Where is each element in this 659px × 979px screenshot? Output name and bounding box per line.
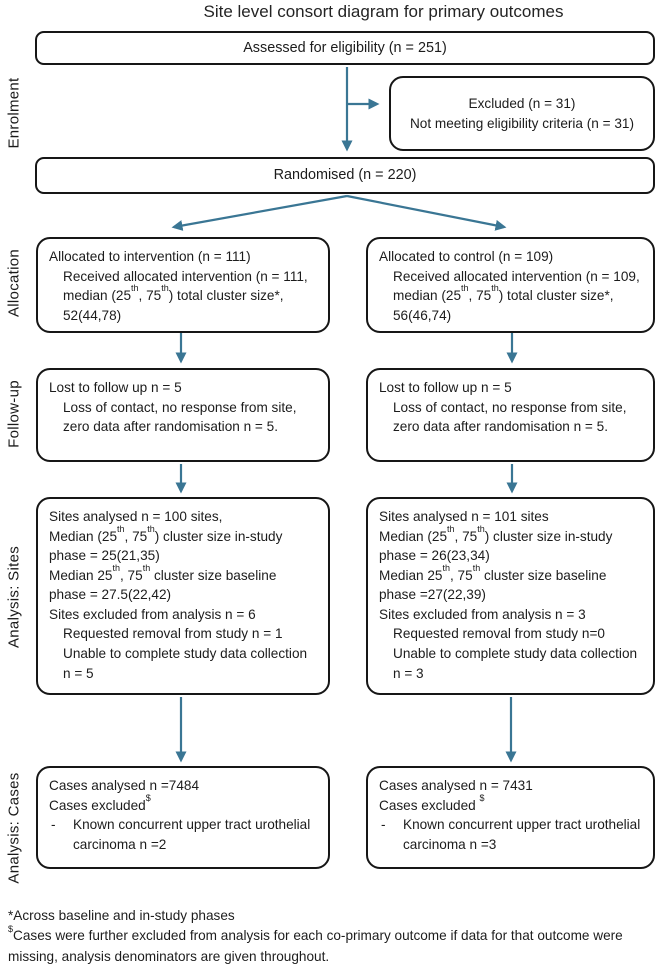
text-line: - Known concurrent upper tract urothelial… xyxy=(381,815,642,854)
page-title: Site level consort diagram for primary o… xyxy=(203,2,564,21)
assessed-box: Assessed for eligibility (n = 251) xyxy=(35,31,655,65)
text-line: Received allocated intervention (n = 111… xyxy=(63,268,308,323)
text-line: Sites analysed n = 100 sites, xyxy=(49,509,223,524)
randomised-label: Randomised (n = 220) xyxy=(273,167,417,184)
text-line: Loss of contact, no response from site, … xyxy=(63,399,297,435)
text-line: Sites excluded from analysis n = 6 xyxy=(49,606,256,622)
text-line: Unable to complete study data collection… xyxy=(63,645,308,681)
text-line: Not meeting eligibility criteria (n = 31… xyxy=(409,115,634,131)
sites-intervention-box: Sites analysed n = 100 sites,Median (25t… xyxy=(36,497,330,695)
text-line: Requested removal from study n = 1 xyxy=(63,626,283,642)
text-line: Requested removal from study n=0 xyxy=(393,626,605,642)
bullet-text: Known concurrent upper tract urothelial … xyxy=(403,817,641,852)
text-line: Excluded (n = 31) xyxy=(468,95,576,111)
randomised-box: Randomised (n = 220) xyxy=(35,157,655,194)
followup-control-box: Lost to follow up n = 5 Loss of contact, … xyxy=(366,368,655,462)
bullet-dash: - xyxy=(381,817,386,833)
text-line: - Known concurrent upper tract urothelial… xyxy=(51,815,317,854)
text-line: Allocated to intervention (n = 111) xyxy=(49,249,251,264)
footnotes: *Across baseline and in-study phases$Cas… xyxy=(8,906,656,967)
excluded-box: Excluded (n = 31) Not meeting eligibility… xyxy=(389,76,655,151)
bullet-dash: - xyxy=(51,817,56,833)
text-line: Allocated to control (n = 109) xyxy=(379,249,554,264)
text-line: $Cases were further excluded from analys… xyxy=(8,923,623,964)
stage-label-analysis-sites: Analysis: Sites xyxy=(5,545,23,649)
text-line: Cases excluded$ xyxy=(49,792,151,813)
assessed-label: Assessed for eligibility (n = 251) xyxy=(243,39,447,56)
followup-intervention-box: Lost to follow up n = 5 Loss of contact, … xyxy=(36,368,330,462)
text-line: Median 25th, 75th cluster size baseline … xyxy=(379,563,607,603)
arrow-randomised-to-control xyxy=(346,194,507,231)
text-line: Cases analysed n =7484 xyxy=(49,778,200,793)
text-line: Cases excluded $ xyxy=(379,792,485,813)
text-line: *Across baseline and in-study phases xyxy=(8,908,235,923)
allocation-intervention-box: Allocated to intervention (n = 111) Recei… xyxy=(36,237,330,333)
stage-label-analysis-cases: Analysis: Cases xyxy=(5,772,23,884)
text-line: Median 25th, 75th cluster size baseline … xyxy=(49,563,277,603)
text-line: Lost to follow up n = 5 xyxy=(379,380,512,395)
stage-label-enrolment: Enrolment xyxy=(5,77,23,149)
text-line: Cases analysed n = 7431 xyxy=(379,778,533,793)
stage-label-follow-up: Follow-up xyxy=(5,380,23,448)
allocation-control-box: Allocated to control (n = 109) Received a… xyxy=(366,237,655,333)
stage-label-allocation: Allocation xyxy=(5,248,23,318)
text-line: Lost to follow up n = 5 xyxy=(49,380,182,395)
text-line: Median (25th, 75th) cluster size in-stud… xyxy=(49,523,283,564)
arrow-randomised-to-intervention xyxy=(171,194,348,231)
text-line: Received allocated intervention (n = 109… xyxy=(393,268,640,323)
text-line: Sites analysed n = 101 sites xyxy=(379,509,549,524)
text-line: Sites excluded from analysis n = 3 xyxy=(379,606,586,622)
text-line: Loss of contact, no response from site, … xyxy=(393,399,627,435)
text-line: Unable to complete study data collection… xyxy=(393,645,638,681)
bullet-text: Known concurrent upper tract urothelial … xyxy=(73,817,311,852)
text-line: Median (25th, 75th) cluster size in-stud… xyxy=(379,523,613,564)
